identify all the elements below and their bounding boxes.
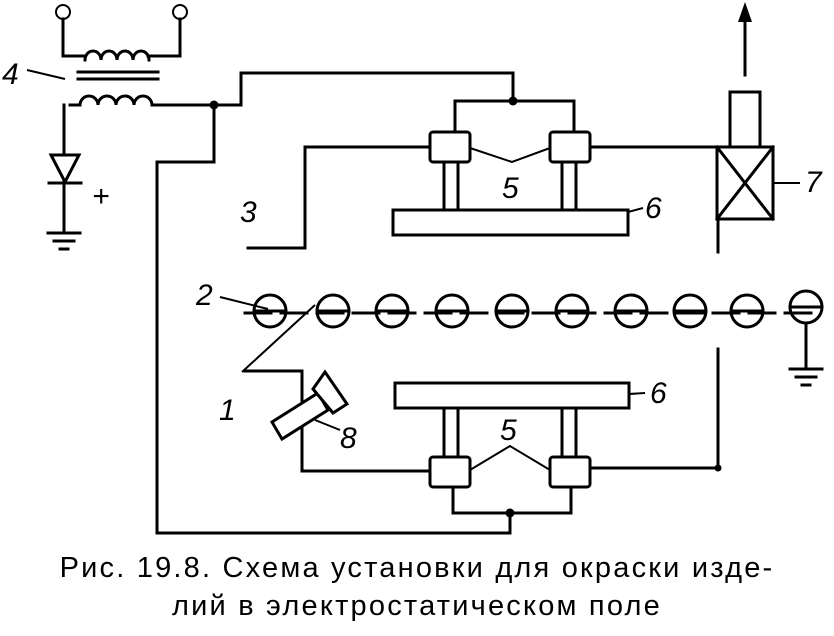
callout-leaders (26, 69, 800, 431)
leader-2 (219, 296, 269, 310)
hv-wiring (155, 71, 576, 535)
spray-gun (269, 369, 350, 442)
conveyor (243, 289, 824, 387)
bottom-connector-left (428, 455, 472, 489)
workpiece (788, 289, 824, 325)
bottom-bus (451, 483, 573, 515)
fan-cross-icon (714, 144, 776, 222)
label-6-bottom: 6 (650, 377, 667, 410)
wire-to-top-electrodes (212, 71, 515, 107)
workpiece (672, 293, 708, 329)
exhaust-unit (714, 2, 776, 222)
spray-gun-body (269, 390, 331, 442)
input-terminal-right (172, 4, 188, 20)
label-polarity: + (92, 180, 110, 213)
input-terminal-left (55, 4, 71, 20)
leader-8 (314, 419, 341, 431)
primary-leads (61, 17, 182, 58)
label-7: 7 (805, 166, 823, 199)
booth-bottom-right-dot (714, 464, 722, 472)
bottom-insulator-post-right (560, 406, 578, 460)
wire-to-bottom-electrodes (155, 103, 512, 535)
top-electrode-plate (391, 208, 630, 237)
electrostatic-painting-schematic: 4 + 3 5 6 7 2 1 6 8 5 (2, 2, 824, 535)
label-5-top: 5 (502, 172, 519, 205)
exhaust-duct (728, 90, 762, 149)
bottom-connector-right (548, 455, 592, 489)
workpiece (613, 293, 649, 329)
top-connector-right (548, 130, 592, 164)
top-insulator-post-right (560, 158, 578, 212)
part-labels: 4 + 3 5 6 7 2 1 6 8 5 (2, 58, 823, 455)
label-2: 2 (195, 279, 213, 312)
leader-5-bottom (469, 444, 551, 471)
top-connector-left (428, 130, 472, 164)
booth-top-wall (246, 145, 432, 250)
workpiece (374, 293, 410, 329)
primary-winding (83, 49, 151, 62)
label-6-top: 6 (645, 192, 662, 225)
leader-6-bottom (628, 392, 646, 395)
workpiece (494, 293, 530, 329)
label-5-bottom: 5 (500, 414, 517, 447)
top-bus (453, 99, 576, 134)
figure-caption-line-2: лий в электростатическом поле (172, 590, 662, 622)
figure-caption-line-1: Рис. 19.8. Схема установки для окраски и… (59, 552, 775, 584)
label-4: 4 (2, 58, 19, 91)
workpiece (554, 293, 590, 329)
diode-icon (48, 153, 82, 186)
top-insulator-post-left (442, 158, 460, 212)
workpiece (729, 293, 765, 329)
bottom-electrode-plate (393, 381, 631, 410)
leader-1 (241, 304, 316, 373)
label-8: 8 (340, 422, 357, 455)
exhaust-arrow-icon (738, 2, 752, 22)
rectifier (46, 103, 83, 251)
bottom-electrode-assembly (393, 381, 631, 489)
bottom-insulator-post-left (442, 406, 460, 460)
leader-5-top (469, 147, 551, 164)
spray-nozzle-icon (311, 369, 350, 415)
workpiece (252, 293, 288, 329)
leader-6-top (627, 207, 644, 213)
workpiece (434, 293, 470, 329)
workpiece (315, 293, 351, 329)
label-1: 1 (219, 394, 236, 427)
transformer (55, 4, 217, 107)
leader-4 (26, 69, 66, 80)
top-electrode-assembly (391, 130, 630, 237)
label-3: 3 (240, 196, 257, 229)
secondary-winding (68, 94, 217, 107)
